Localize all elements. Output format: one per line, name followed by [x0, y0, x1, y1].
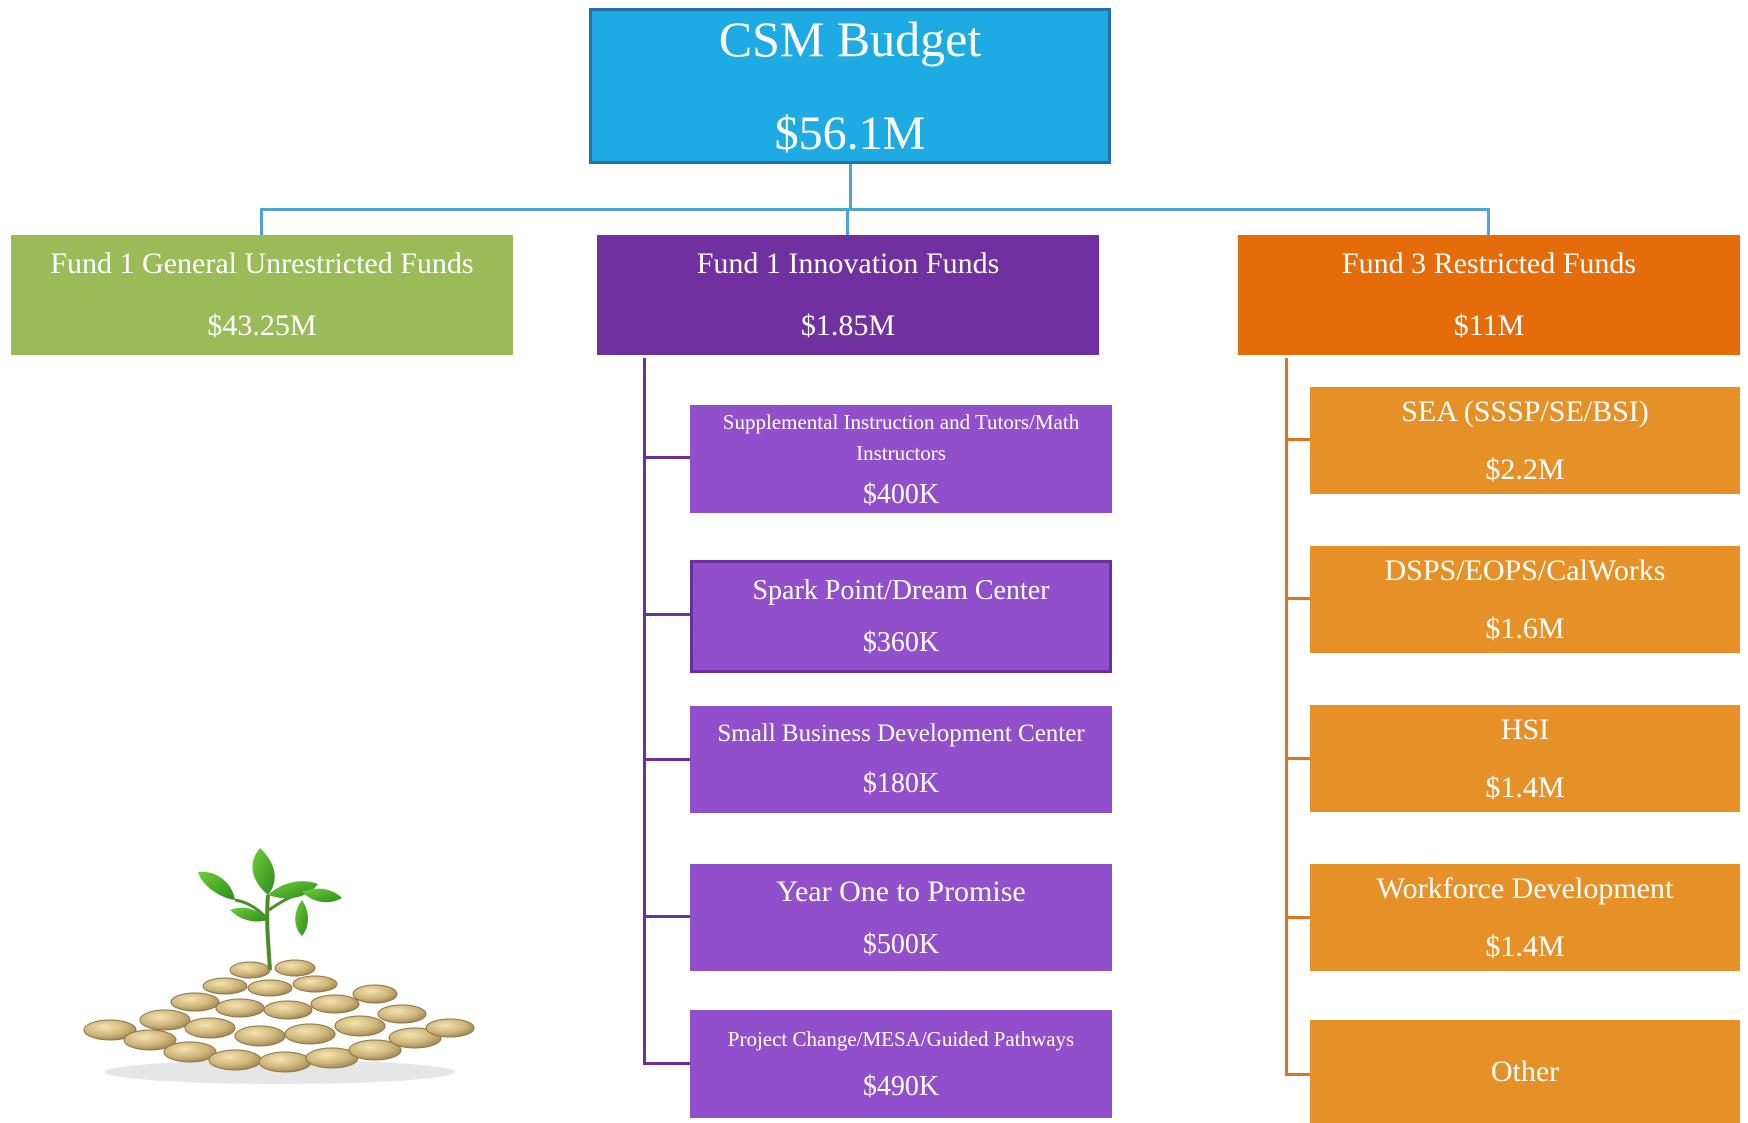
node-title: SEA (SSSP/SE/BSI) [1401, 394, 1649, 428]
node-fund1-general-unrestricted: Fund 1 General Unrestricted Funds $43.25… [11, 235, 513, 355]
node-title: Fund 1 Innovation Funds [696, 247, 1000, 280]
connector-root-down [849, 164, 852, 210]
node-title: Supplemental Instruction and Tutors/Math… [722, 409, 1080, 466]
node-sea: SEA (SSSP/SE/BSI) $2.2M [1310, 387, 1740, 494]
root-value: $56.1M [774, 107, 926, 161]
node-title: Spark Point/Dream Center [752, 574, 1050, 606]
node-title: Other [1490, 1054, 1560, 1088]
node-value: $2.2M [1485, 452, 1565, 486]
node-other: Other [1310, 1020, 1740, 1123]
node-value: $1.4M [1485, 770, 1565, 804]
connector-fund3-restricted [1487, 208, 1490, 235]
node-title: Fund 1 General Unrestricted Funds [50, 247, 474, 280]
node-title: HSI [1500, 712, 1550, 746]
node-value: $180K [862, 767, 940, 799]
connector-restricted-spine [1285, 358, 1288, 1076]
root-node-csm-budget: CSM Budget $56.1M [589, 8, 1111, 164]
node-year-one-to-promise: Year One to Promise $500K [690, 864, 1112, 971]
node-value: $400K [862, 478, 940, 510]
connector-innovation-spine [643, 358, 646, 1065]
node-spark-point-dream-center: Spark Point/Dream Center $360K [690, 560, 1112, 673]
connector-restricted-2 [1285, 597, 1310, 600]
plant-on-coins-icon [83, 848, 475, 1084]
connector-fund1-innovation [846, 208, 849, 235]
connector-fund1-general [260, 208, 263, 235]
node-title: Fund 3 Restricted Funds [1341, 247, 1637, 280]
node-fund1-innovation: Fund 1 Innovation Funds $1.85M [597, 235, 1099, 355]
node-supplemental-instruction: Supplemental Instruction and Tutors/Math… [690, 405, 1112, 513]
connector-restricted-3 [1285, 757, 1310, 760]
node-title: Small Business Development Center [717, 719, 1085, 747]
node-title: DSPS/EOPS/CalWorks [1384, 553, 1666, 587]
connector-innovation-3 [643, 758, 690, 761]
node-value: $1.6M [1485, 611, 1565, 645]
node-dsps-eops-calworks: DSPS/EOPS/CalWorks $1.6M [1310, 546, 1740, 653]
connector-restricted-4 [1285, 916, 1310, 919]
node-value: $11M [1453, 309, 1525, 342]
connector-innovation-2 [643, 613, 690, 616]
node-title: Year One to Promise [776, 874, 1026, 908]
root-title: CSM Budget [718, 11, 982, 68]
node-small-business-development-center: Small Business Development Center $180K [690, 706, 1112, 813]
node-title: Project Change/MESA/Guided Pathways [727, 1027, 1075, 1052]
node-value: $43.25M [207, 309, 317, 342]
connector-level1-bar [260, 208, 1490, 211]
node-hsi: HSI $1.4M [1310, 705, 1740, 812]
node-project-change-mesa: Project Change/MESA/Guided Pathways $490… [690, 1010, 1112, 1118]
node-value: $490K [862, 1070, 940, 1102]
connector-restricted-1 [1285, 438, 1310, 441]
node-value: $500K [862, 928, 940, 960]
connector-innovation-5 [643, 1062, 690, 1065]
node-value: $360K [862, 626, 940, 658]
connector-innovation-1 [643, 456, 690, 459]
node-workforce-development: Workforce Development $1.4M [1310, 864, 1740, 971]
node-value: $1.4M [1485, 929, 1565, 963]
connector-restricted-5 [1285, 1073, 1310, 1076]
node-title: Workforce Development [1376, 871, 1674, 905]
node-fund3-restricted: Fund 3 Restricted Funds $11M [1238, 235, 1740, 355]
node-value: $1.85M [800, 309, 896, 342]
connector-innovation-4 [643, 915, 690, 918]
